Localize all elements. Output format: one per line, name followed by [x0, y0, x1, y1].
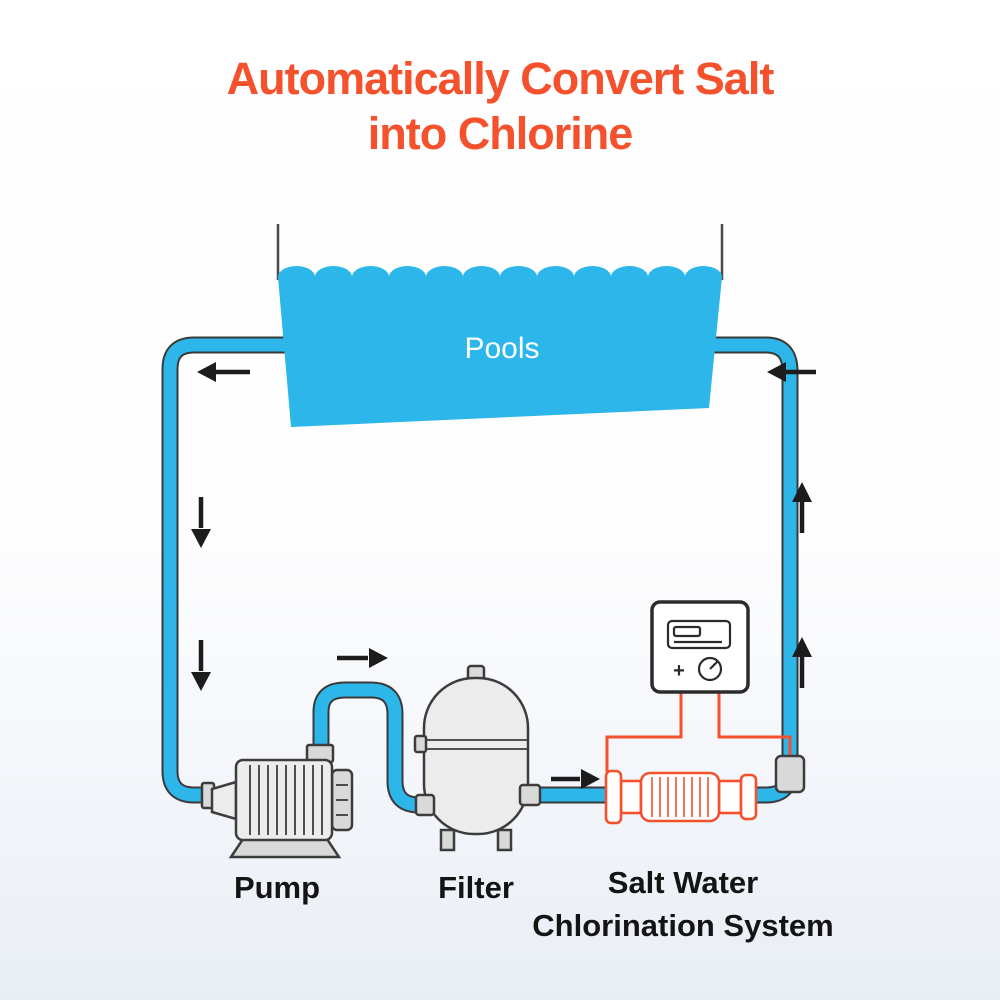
chlorinator-label-line1: Salt Water [608, 865, 758, 900]
filter-inlet-port [414, 793, 436, 817]
cell-flange-left [604, 769, 623, 825]
wire-left [605, 692, 683, 772]
filter-outlet-arrow [551, 769, 600, 789]
filter-outlet-port [518, 783, 542, 807]
filter-leg-left [439, 828, 456, 852]
filter-tank [422, 676, 530, 836]
page-title-line2: into Chlorine [367, 107, 633, 159]
pipe-chlorinator-to-pool [710, 336, 799, 804]
pool-water [278, 266, 722, 427]
filter-illustration [413, 664, 542, 852]
filter-leg-right [496, 828, 513, 852]
right-pipe-arrow-upper [792, 482, 812, 533]
dial-needle [709, 660, 719, 670]
cell-neck-left [619, 779, 643, 815]
pipe-pump-to-filter [312, 681, 432, 814]
cell-neck-right [717, 779, 743, 815]
pump-inlet-cone [210, 780, 238, 821]
pump-motor-body [234, 758, 334, 842]
chlorinator-cell [604, 769, 758, 825]
pump-base [228, 837, 342, 859]
pump-illustration [200, 743, 354, 859]
cell-flange-right [739, 773, 758, 821]
chlorinator-label-line2: Chlorination System [532, 908, 833, 943]
filter-label: Filter [438, 870, 514, 905]
dial-knob-icon [697, 656, 723, 682]
plus-button-icon: + [673, 660, 685, 682]
pool-outlet-arrow [197, 362, 250, 382]
left-pipe-arrow-upper [191, 497, 211, 548]
page-title: Automatically Convert Salt into Chlorine [0, 52, 1000, 162]
page-title-line1: Automatically Convert Salt [226, 53, 775, 104]
control-panel: + [650, 600, 750, 694]
pump-label: Pump [234, 870, 320, 905]
chlorinator-wires [605, 692, 792, 772]
wire-right [717, 692, 792, 762]
pool: Pools [276, 224, 724, 427]
left-pipe-arrow-lower [191, 640, 211, 691]
right-pipe-arrow-lower [792, 637, 812, 688]
flow-sensor-fitting [774, 754, 806, 794]
pool-label: Pools [464, 332, 539, 365]
filter-clamp-bolt [413, 734, 428, 754]
pump-outlet-arrow [337, 648, 388, 668]
control-panel-display [666, 619, 732, 650]
pipe-pool-to-pump [161, 336, 292, 804]
pool-inlet-arrow [767, 362, 816, 382]
display-digits [672, 625, 702, 638]
